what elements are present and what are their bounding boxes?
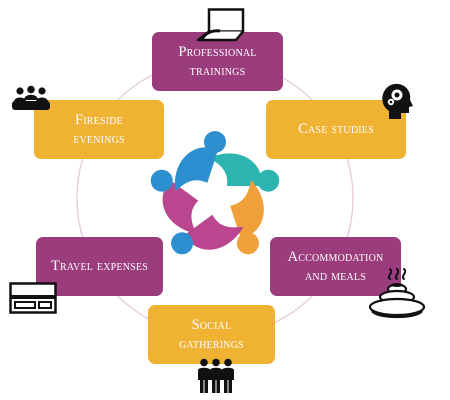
three-people-icon bbox=[198, 358, 234, 393]
box-label-line1: Professional bbox=[178, 43, 257, 60]
box-professional-trainings: Professional trainings bbox=[152, 32, 283, 91]
box-label-line1: Social bbox=[191, 316, 232, 333]
box-label-line2: gatherings bbox=[179, 335, 244, 352]
box-fireside-evenings: Fireside evenings bbox=[34, 100, 164, 159]
box-label-line1: Fireside bbox=[75, 111, 123, 128]
box-travel-expenses: Travel expenses bbox=[36, 237, 163, 296]
hub-team-icon bbox=[150, 131, 280, 255]
box-label-line1: Case studies bbox=[298, 121, 374, 137]
people-group-icon bbox=[12, 85, 50, 110]
box-case-studies: Case studies bbox=[266, 100, 406, 159]
box-label-line1: Accommodation bbox=[287, 248, 384, 265]
food-dish-icon bbox=[368, 268, 426, 319]
head-gears-icon bbox=[382, 83, 413, 119]
box-label-line2: evenings bbox=[73, 130, 125, 147]
ticket-icon bbox=[9, 282, 57, 314]
box-label-line2: and meals bbox=[305, 267, 366, 284]
box-label-line2: trainings bbox=[189, 62, 246, 79]
box-social-gatherings: Social gatherings bbox=[148, 305, 275, 364]
box-label-line1: Travel expenses bbox=[51, 258, 148, 274]
box-accommodation-meals: Accommodation and meals bbox=[270, 237, 401, 296]
laptop-icon bbox=[196, 8, 245, 42]
